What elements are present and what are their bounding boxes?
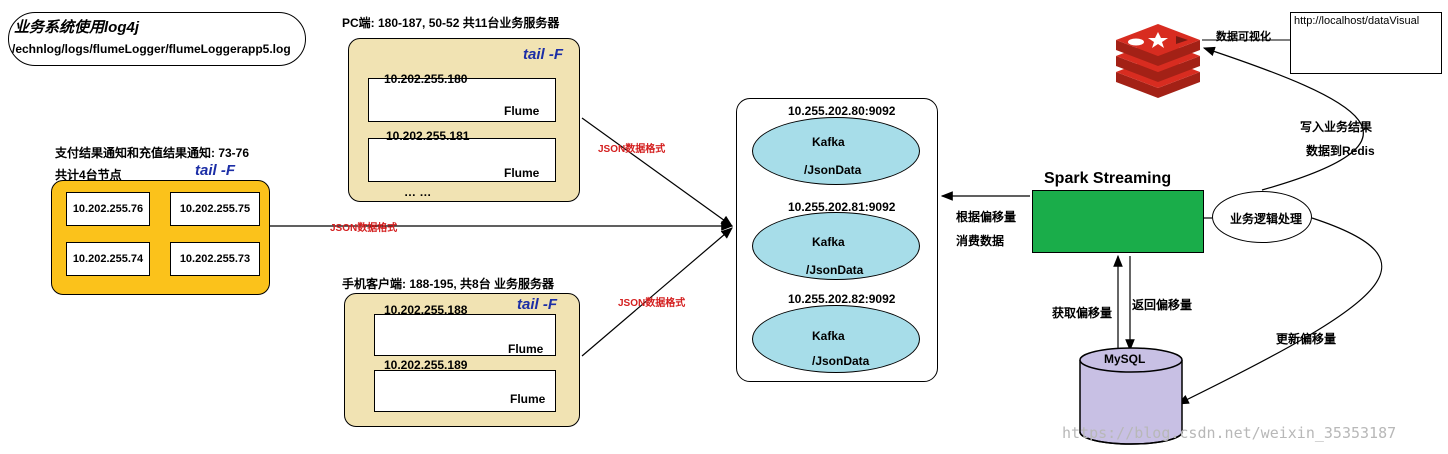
write-result-label-2: 数据到Redis bbox=[1306, 144, 1375, 158]
log4j-title: 业务系统使用log4j bbox=[14, 19, 140, 36]
mobile-server-2-ip: 10.202.255.189 bbox=[384, 358, 468, 372]
get-offset-label: 获取偏移量 bbox=[1052, 306, 1113, 320]
logic-to-redis-curve bbox=[1202, 46, 1364, 191]
write-result-label-1: 写入业务结果 bbox=[1300, 120, 1373, 134]
payment-node-2: 10.202.255.75 bbox=[170, 192, 260, 226]
kafka-broker-1-name: Kafka bbox=[812, 135, 845, 149]
data-visual-url[interactable]: http://localhost/dataVisual bbox=[1294, 15, 1420, 27]
json-label-payment: JSON数据格式 bbox=[330, 223, 398, 234]
mobile-to-kafka-line bbox=[581, 227, 733, 357]
payment-count-label: 共计4台节点 bbox=[55, 168, 122, 182]
mobile-group-label: 手机客户端: 188-195, 共8台 业务服务器 bbox=[342, 277, 555, 291]
pc-tail-label: tail -F bbox=[523, 46, 563, 63]
payment-node-3: 10.202.255.74 bbox=[66, 242, 150, 276]
consume-label-1: 根据偏移量 bbox=[956, 210, 1017, 224]
kafka-broker-2-name: Kafka bbox=[812, 235, 845, 249]
payment-node-1: 10.202.255.76 bbox=[66, 192, 150, 226]
log4j-title-oval bbox=[8, 12, 306, 66]
kafka-broker-1-topic: /JsonData bbox=[804, 163, 862, 177]
payment-group-label: 支付结果通知和充值结果通知: 73-76 bbox=[55, 146, 250, 160]
return-offset-label: 返回偏移量 bbox=[1132, 298, 1193, 312]
kafka-broker-1 bbox=[752, 117, 920, 185]
kafka-broker-1-address: 10.255.202.80:9092 bbox=[788, 104, 896, 118]
kafka-broker-2-topic: /JsonData bbox=[806, 263, 864, 277]
mobile-server-1-box bbox=[374, 314, 556, 356]
kafka-broker-3-name: Kafka bbox=[812, 329, 845, 343]
kafka-broker-2 bbox=[752, 212, 920, 280]
pc-ellipsis: … … bbox=[404, 185, 432, 199]
payment-node-4: 10.202.255.73 bbox=[170, 242, 260, 276]
kafka-broker-3-address: 10.255.202.82:9092 bbox=[788, 292, 896, 306]
update-offset-label: 更新偏移量 bbox=[1276, 332, 1337, 346]
spark-streaming-box bbox=[1032, 190, 1204, 253]
mobile-server-1-flume: Flume bbox=[508, 342, 544, 356]
mobile-server-2-box bbox=[374, 370, 556, 412]
pc-server-2-box bbox=[368, 138, 556, 182]
redis-logo-icon bbox=[1116, 24, 1200, 98]
kafka-broker-2-address: 10.255.202.81:9092 bbox=[788, 200, 896, 214]
mobile-server-2-flume: Flume bbox=[510, 392, 546, 406]
mobile-tail-label: tail -F bbox=[517, 296, 557, 313]
spark-streaming-label: Spark Streaming bbox=[1044, 170, 1172, 187]
business-logic-oval bbox=[1212, 191, 1312, 243]
payment-tail-label: tail -F bbox=[195, 162, 235, 179]
pc-group-label: PC端: 180-187, 50-52 共11台业务服务器 bbox=[342, 16, 560, 30]
pc-to-kafka-line bbox=[581, 117, 733, 227]
pc-server-1-ip: 10.202.255.180 bbox=[384, 72, 468, 86]
json-label-pc: JSON数据格式 bbox=[598, 144, 666, 155]
pc-server-1-box bbox=[368, 78, 556, 122]
mysql-label: MySQL bbox=[1104, 352, 1146, 366]
pc-server-1-flume: Flume bbox=[504, 104, 540, 118]
data-visual-url-box[interactable]: http://localhost/dataVisual bbox=[1290, 12, 1442, 74]
kafka-broker-3-topic: /JsonData bbox=[812, 354, 870, 368]
pc-server-2-ip: 10.202.255.181 bbox=[386, 129, 470, 143]
log-path: /echnlog/logs/flumeLogger/flumeLoggerapp… bbox=[12, 42, 291, 56]
mysql-cylinder-icon bbox=[1079, 347, 1183, 445]
watermark: https://blog.csdn.net/weixin_35353187 bbox=[1062, 424, 1397, 442]
logic-to-mysql-curve bbox=[1176, 217, 1383, 405]
mobile-server-1-ip: 10.202.255.188 bbox=[384, 303, 468, 317]
consume-label-2: 消费数据 bbox=[956, 234, 1005, 248]
json-label-mobile: JSON数据格式 bbox=[618, 298, 686, 309]
kafka-broker-3 bbox=[752, 305, 920, 373]
business-logic-label: 业务逻辑处理 bbox=[1230, 212, 1303, 226]
visualize-label: 数据可视化 bbox=[1216, 31, 1271, 43]
pc-server-2-flume: Flume bbox=[504, 166, 540, 180]
